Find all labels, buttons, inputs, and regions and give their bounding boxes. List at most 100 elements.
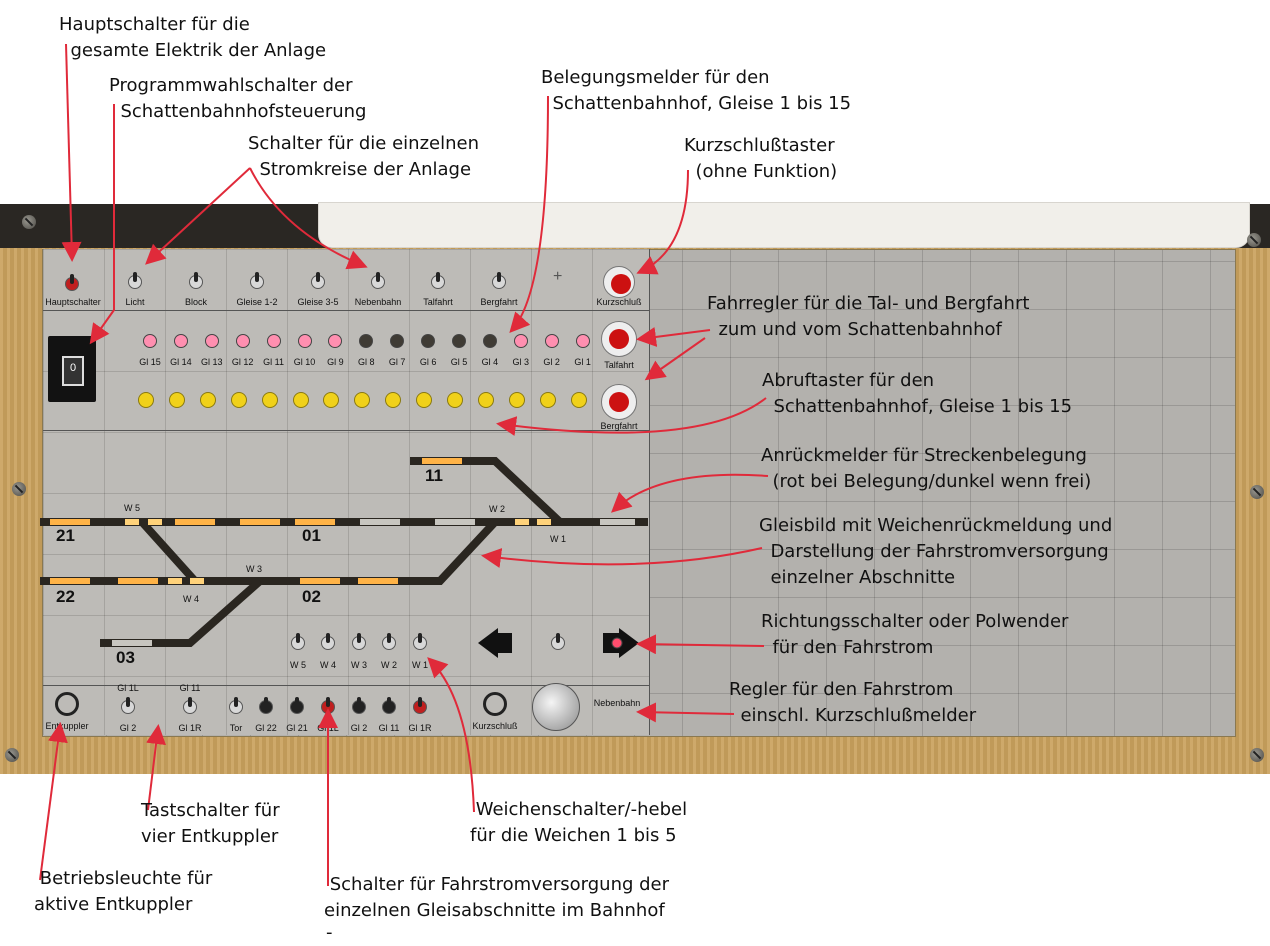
call-button[interactable] [477, 392, 494, 408]
block-toggle[interactable] [189, 272, 203, 289]
gl1r-switch[interactable] [413, 697, 427, 714]
segment-lit [358, 578, 398, 584]
track-number-22: 22 [56, 587, 75, 606]
gl11-top-label: Gl 11 [179, 683, 201, 693]
occupancy-led [328, 334, 343, 348]
kurzschluss-top-label: Kurzschluß [596, 297, 642, 307]
kurzschluss-taster-button[interactable] [603, 266, 635, 298]
call-button[interactable] [508, 392, 525, 408]
talfahrt-toggle[interactable] [431, 272, 445, 289]
divider [43, 685, 649, 686]
arrow-belegungsmelder [509, 95, 549, 333]
call-button[interactable] [230, 392, 247, 408]
switch-label-gleise-1-2: Gleise 1-2 [236, 297, 278, 307]
gl21-switch[interactable] [290, 697, 304, 714]
gl2-label: Gl 2 [119, 723, 137, 733]
screw-icon [1250, 485, 1264, 499]
call-button[interactable] [199, 392, 216, 408]
track-label: Gl 15 [139, 357, 161, 367]
fahrstrom-regulator-knob[interactable] [532, 683, 580, 731]
call-button[interactable] [261, 392, 278, 408]
tor-switch[interactable] [229, 697, 243, 714]
arrow-kurzschluss [636, 169, 689, 275]
switch-label-w1: W 1 [550, 534, 567, 544]
lever-label-w3: W 3 [350, 660, 368, 670]
gl2b-label: Gl 2 [350, 723, 368, 733]
occupancy-led [452, 334, 466, 348]
arrow-regler [636, 702, 735, 723]
segment-unlit [435, 519, 475, 525]
segment-lit [422, 458, 462, 464]
annotation-gleisbild: Gleisbild mit Weichenrückmeldung und Dar… [759, 515, 1113, 588]
weiche-w4-lever[interactable] [321, 633, 335, 650]
weiche-w3-lever[interactable] [352, 633, 366, 650]
segment-lit [300, 578, 340, 584]
gl2-switch[interactable] [352, 697, 366, 714]
screw-icon [1250, 748, 1264, 762]
track-label: Gl 3 [512, 357, 530, 367]
screw-icon [12, 482, 26, 496]
track-label: Gl 12 [231, 357, 254, 367]
direction-left-arrow-icon [478, 628, 498, 658]
lever-label-w1: W 1 [411, 660, 429, 670]
occupancy-led [359, 334, 374, 348]
arrow-programmwahl [89, 104, 115, 345]
call-button[interactable] [292, 392, 309, 408]
occupancy-led [421, 334, 436, 348]
screw-icon [22, 215, 36, 229]
main-switch-toggle[interactable] [65, 274, 79, 291]
gl1r-label: Gl 1R [178, 723, 202, 733]
call-button[interactable] [539, 392, 556, 408]
bergfahrt-knob-label: Bergfahrt [600, 421, 638, 431]
bergfahrt-toggle[interactable] [492, 272, 506, 289]
call-button[interactable] [138, 392, 154, 408]
call-button[interactable] [385, 392, 402, 408]
occupancy-led [482, 334, 497, 348]
segment-lit [168, 578, 182, 584]
lever-label-w4: W 4 [319, 660, 337, 670]
occupancy-led [544, 334, 559, 348]
gl11-switch[interactable] [382, 697, 396, 714]
arrow-anrueckmelder [611, 473, 769, 513]
direction-led [611, 637, 623, 649]
entkuppler-gl1r-switch[interactable] [183, 697, 197, 714]
entkuppler-gl2-switch[interactable] [121, 697, 135, 714]
call-button[interactable] [323, 392, 340, 408]
occupancy-led [173, 334, 188, 348]
nebenbahn-toggle[interactable] [371, 272, 385, 289]
licht-toggle[interactable] [128, 272, 142, 289]
bergfahrt-regulator-knob[interactable] [601, 384, 637, 420]
segment-lit [50, 578, 90, 584]
program-selector-display[interactable]: 0 [48, 336, 96, 402]
gleise-3-5-toggle[interactable] [311, 272, 325, 289]
track-label: Gl 1 [574, 357, 591, 367]
tor-label: Tor [229, 723, 243, 733]
call-button[interactable] [354, 392, 371, 408]
segment-unlit [112, 640, 152, 646]
gleise-1-2-toggle[interactable] [250, 272, 264, 289]
occupancy-led [297, 334, 312, 348]
crossover-w5-w4 [139, 519, 198, 584]
call-button[interactable] [416, 392, 433, 408]
track-label: Gl 7 [388, 357, 406, 367]
arrow-stromkreise-licht [145, 167, 251, 265]
entkuppler-lamp [55, 692, 79, 716]
annotation-regler: Regler für den Fahrstrom einschl. Kurzsc… [729, 679, 977, 726]
call-button[interactable] [570, 392, 587, 408]
weiche-w5-lever[interactable] [291, 633, 305, 650]
call-button[interactable] [168, 392, 185, 408]
talfahrt-regulator-knob[interactable] [601, 321, 637, 357]
weiche-w2-lever[interactable] [382, 633, 396, 650]
track-label: Gl 11 [263, 357, 285, 367]
plus-sign: + [553, 268, 563, 285]
track-number-01: 01 [302, 526, 321, 545]
occupancy-led [513, 334, 528, 348]
gl22-switch[interactable] [259, 697, 273, 714]
track-label: Gl 13 [201, 357, 223, 367]
kurzschluss-lamp [483, 692, 507, 716]
track-number-21: 21 [56, 526, 75, 545]
direction-switch[interactable] [551, 633, 565, 650]
call-button[interactable] [447, 392, 463, 408]
annotation-abruftaster: Abruftaster für den Schattenbahnhof, Gle… [762, 370, 1073, 417]
weiche-w1-lever[interactable] [413, 633, 427, 650]
